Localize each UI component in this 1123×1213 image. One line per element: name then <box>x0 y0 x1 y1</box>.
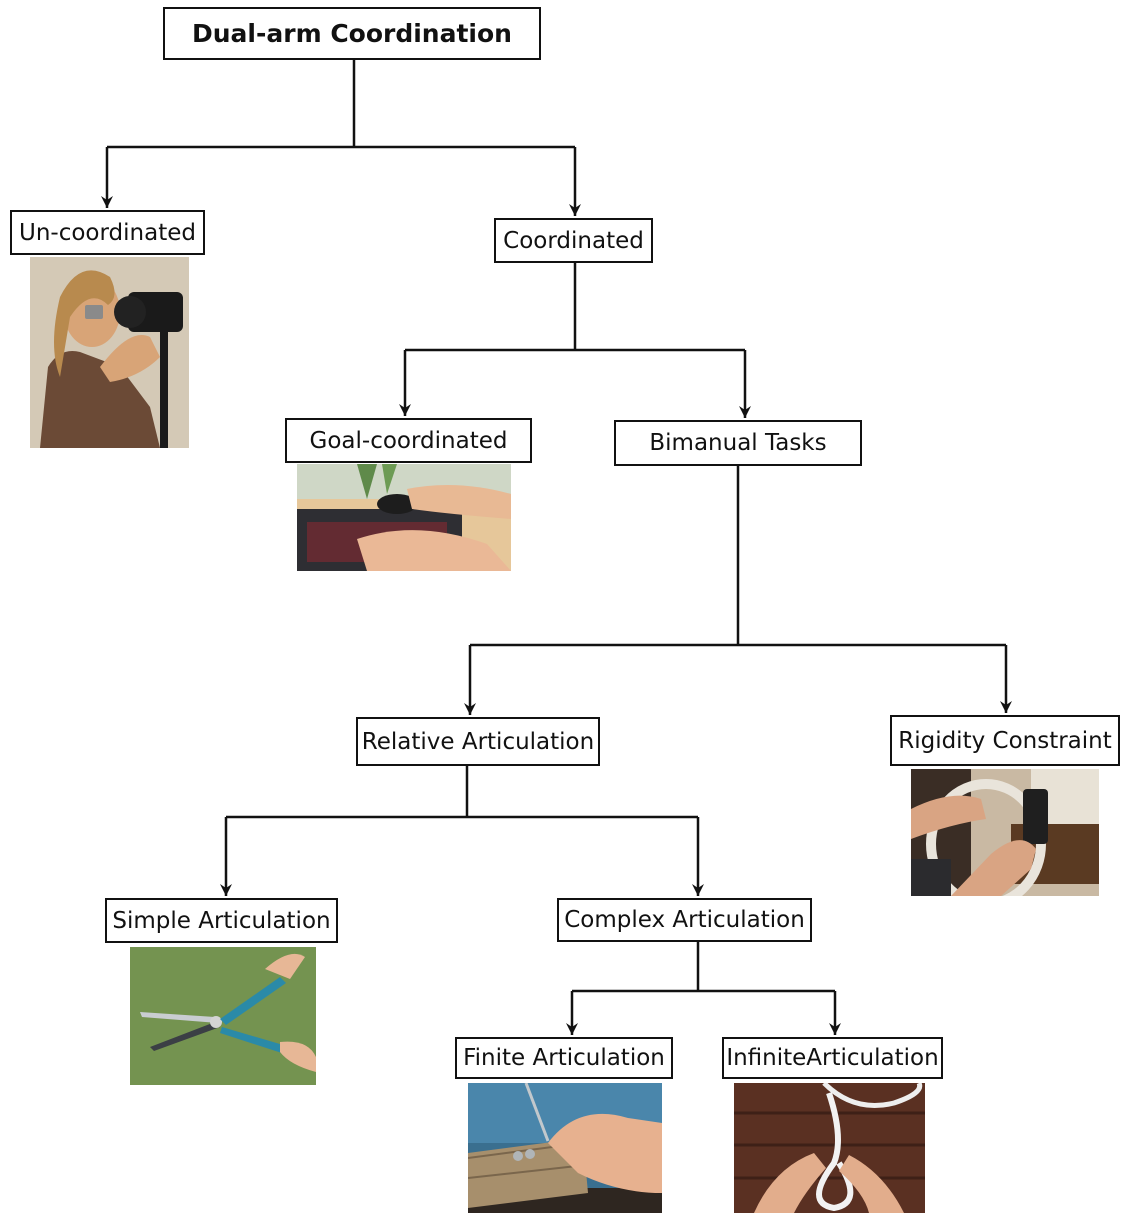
rigidity-constraint-node: Rigidity Constraint <box>890 715 1120 766</box>
uncoordinated-node: Un-coordinated <box>10 210 205 255</box>
hand-screwdriver-photo <box>468 1083 662 1213</box>
finite-articulation-node: Finite Articulation <box>455 1037 673 1079</box>
hands-steering-wheel-photo <box>911 769 1099 896</box>
relative-articulation-node: Relative Articulation <box>356 717 600 766</box>
bimanual-tasks-node: Bimanual Tasks <box>614 420 862 466</box>
goal-coordinated-node: Goal-coordinated <box>285 418 532 463</box>
infinite-articulation-node: InfiniteArticulation <box>722 1037 943 1079</box>
coordinated-node: Coordinated <box>494 218 653 263</box>
hands-tying-rope-photo <box>734 1083 925 1213</box>
simple-articulation-node: Simple Articulation <box>105 898 338 943</box>
hands-mouse-keyboard-photo <box>297 464 511 571</box>
root-node: Dual-arm Coordination <box>163 7 541 60</box>
woman-phone-camera-photo <box>30 257 189 448</box>
hedge-shears-photo <box>130 947 316 1085</box>
complex-articulation-node: Complex Articulation <box>557 898 812 942</box>
